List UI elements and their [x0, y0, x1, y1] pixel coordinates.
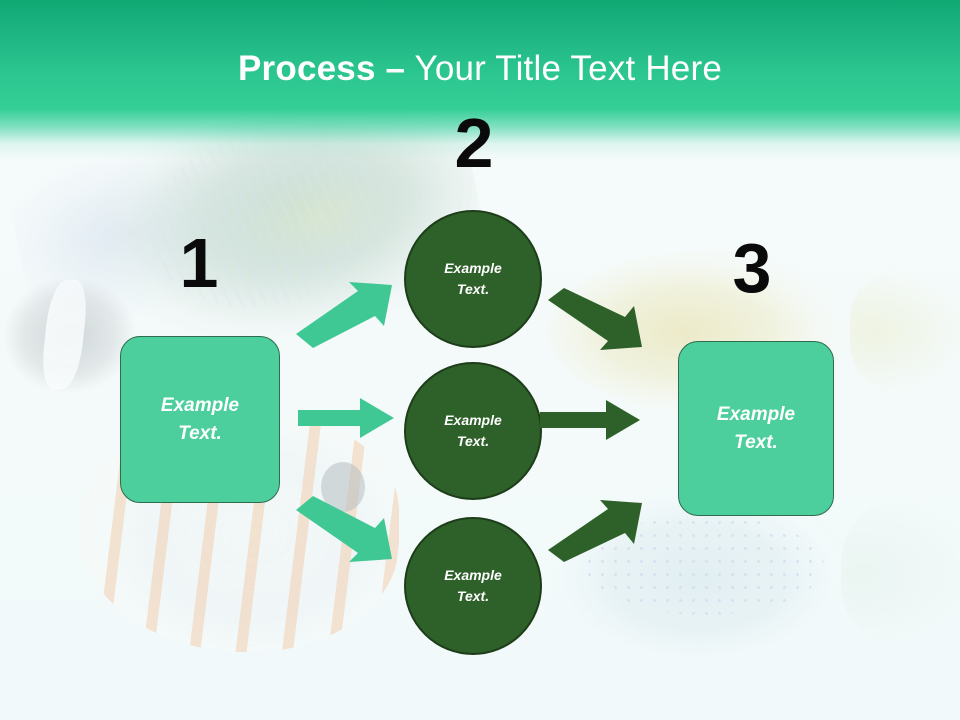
- arrow-up-right-dark-icon: [548, 500, 646, 562]
- step-number-3: 3: [732, 229, 772, 307]
- stage-2-circle-bottom-line2: Text.: [456, 588, 490, 604]
- arrow-right-icon: [298, 398, 394, 438]
- stage-2-circle-middle-label: Example Text.: [444, 410, 502, 452]
- slide-title-strong: Process –: [238, 49, 406, 88]
- step-number-1: 1: [179, 224, 219, 302]
- arrow-down-right-dark-icon: [548, 288, 646, 350]
- stage-2-circle-middle[interactable]: Example Text.: [404, 362, 542, 500]
- stage-2-circle-bottom-label: Example Text.: [444, 565, 502, 607]
- stage-1-box-label-line1: Example: [160, 394, 240, 416]
- stage-2-circle-top[interactable]: Example Text.: [404, 210, 542, 348]
- arrow-down-right-icon: [296, 496, 396, 562]
- stage-3-box-label-line2: Text.: [734, 431, 778, 453]
- stage-2-circle-bottom-line1: Example: [444, 567, 502, 583]
- stage-2-circle-bottom[interactable]: Example Text.: [404, 517, 542, 655]
- stage-2-circle-top-line2: Text.: [456, 281, 490, 297]
- stage-2-circle-middle-line1: Example: [444, 412, 502, 428]
- arrow-up-right-icon: [296, 282, 396, 348]
- header-gradient-band: [0, 0, 960, 160]
- arrow-right-dark-icon: [540, 400, 640, 440]
- stage-1-box-label: Example Text.: [161, 392, 239, 447]
- stage-3-box[interactable]: Example Text.: [678, 341, 834, 516]
- stage-3-box-label: Example Text.: [717, 401, 795, 456]
- stage-2-circle-top-line1: Example: [444, 260, 502, 276]
- stage-2-circle-top-label: Example Text.: [444, 258, 502, 300]
- stage-1-box[interactable]: Example Text.: [120, 336, 280, 503]
- slide-title: Process – Your Title Text Here: [0, 49, 960, 89]
- stage-1-box-label-line2: Text.: [178, 422, 222, 444]
- step-number-2: 2: [454, 104, 494, 182]
- stage-3-box-label-line1: Example: [716, 403, 796, 425]
- slide-title-light: Your Title Text Here: [405, 49, 722, 88]
- stage-2-circle-middle-line2: Text.: [456, 433, 490, 449]
